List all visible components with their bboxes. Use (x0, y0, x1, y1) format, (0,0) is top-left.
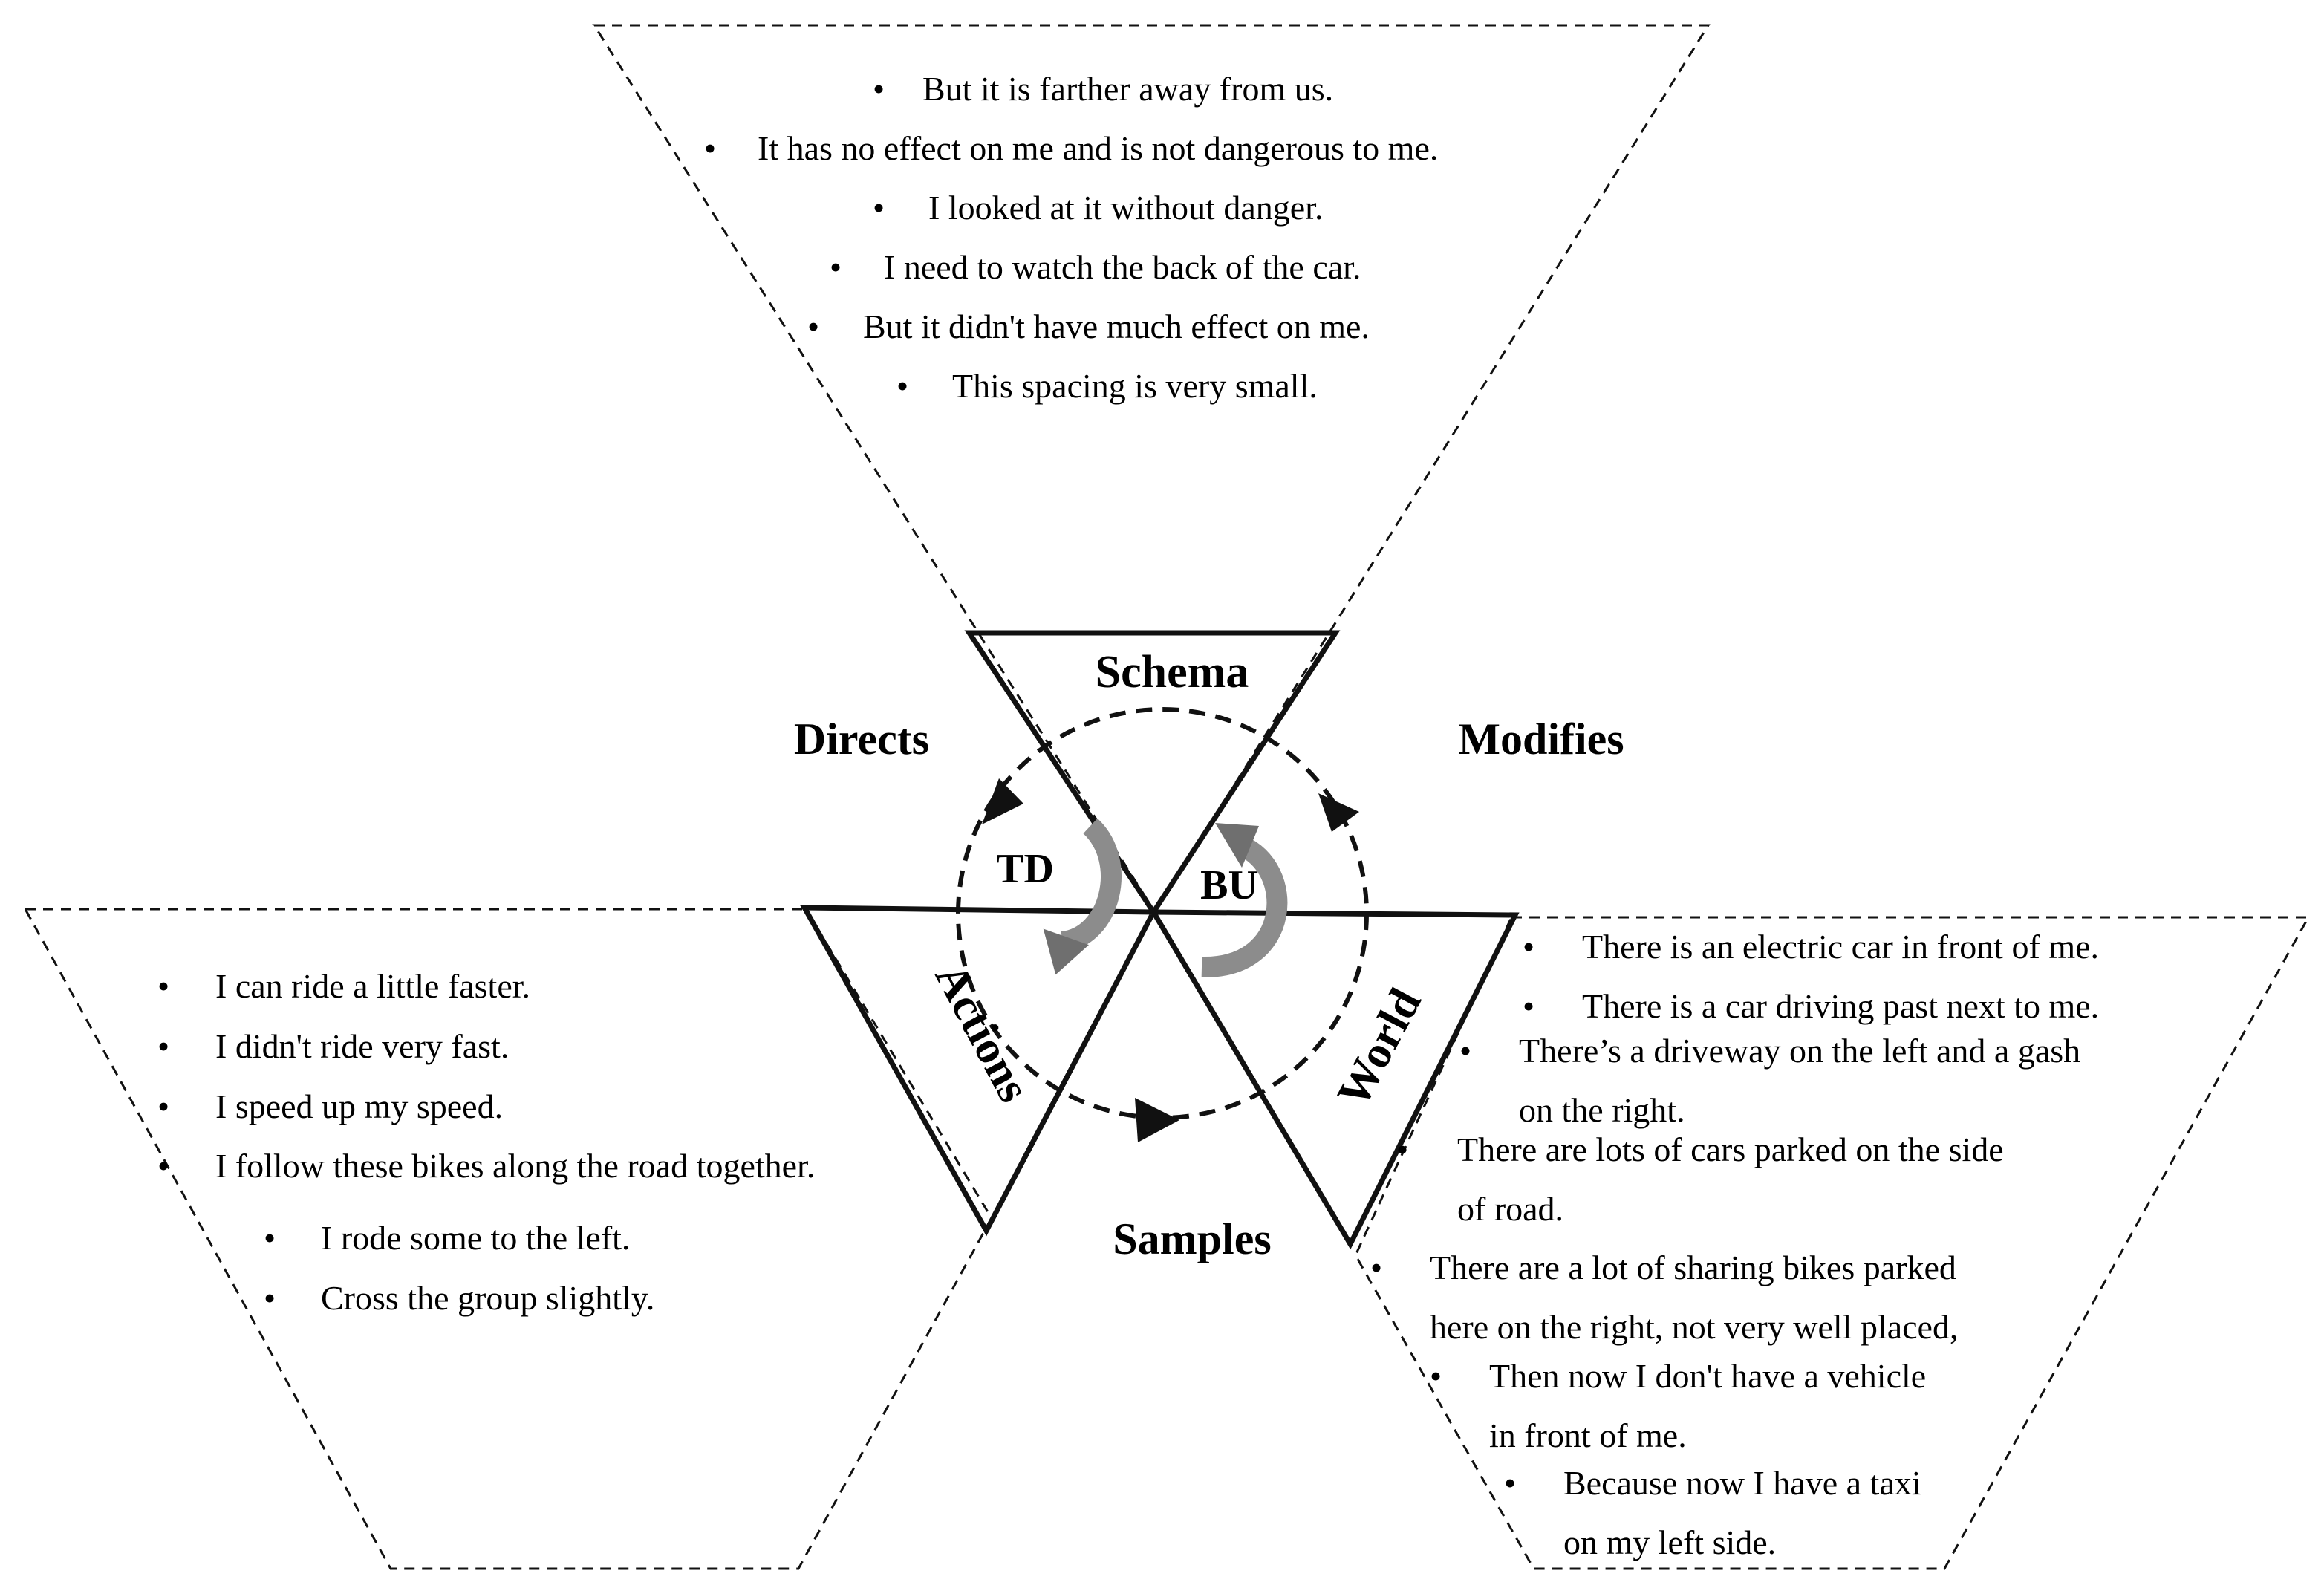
actions-bullet: • (157, 967, 169, 1005)
actions-statement: I rode some to the left. (321, 1219, 630, 1257)
world-dashed-region (1354, 916, 2311, 1570)
actions-statement: I speed up my speed. (215, 1087, 503, 1125)
actions-bullet: • (157, 1087, 169, 1125)
world-bullet: • (1523, 987, 1534, 1025)
world-statement: There are a lot of sharing bikes parked (1430, 1249, 1956, 1286)
arrowhead-modifies (1318, 793, 1359, 832)
schema-bullet: • (704, 129, 716, 167)
cycle-circle (956, 707, 1369, 1120)
td-curved-arrow (1043, 818, 1122, 975)
arrowhead-samples (1135, 1098, 1179, 1142)
schema-statement: I need to watch the back of the car. (884, 248, 1361, 286)
schema-statements: • But it is farther away from us. • It has … (704, 70, 1438, 405)
actions-dashed-region (23, 908, 993, 1570)
world-bullet: • (1523, 928, 1534, 966)
bu-label: BU (1200, 862, 1258, 908)
world-label: World (1328, 980, 1431, 1115)
directs-label: Directs (794, 715, 929, 764)
actions-statement: I can ride a little faster. (215, 967, 530, 1005)
world-statement: There is a car driving past next to me. (1582, 987, 2099, 1025)
schema-dashed-region (592, 24, 1711, 914)
schema-label: Schema (1096, 647, 1249, 697)
schema-statement: I looked at it without danger. (928, 189, 1323, 227)
world-statements: • There is an electric car in front of me… (1370, 928, 2099, 1561)
schema-bullet: • (807, 307, 819, 345)
actions-statement: I didn't ride very fast. (215, 1027, 509, 1065)
td-label: TD (996, 846, 1054, 892)
schema-bullet: • (873, 189, 885, 227)
world-statement: here on the right, not very well placed, (1430, 1308, 1958, 1346)
modifies-label: Modifies (1458, 715, 1624, 764)
world-statement: There are lots of cars parked on the sid… (1457, 1130, 2004, 1168)
world-bullet: • (1504, 1464, 1516, 1502)
schema-bullet: • (896, 367, 908, 405)
schema-statement: But it didn't have much effect on me. (863, 307, 1370, 345)
world-statement: on the right. (1519, 1091, 1685, 1129)
actions-triangle (799, 905, 1158, 1237)
bu-curved-arrow (1201, 823, 1288, 978)
world-triangle (1148, 909, 1520, 1250)
world-statement: in front of me. (1489, 1416, 1687, 1454)
schema-statement: This spacing is very small. (952, 367, 1318, 405)
actions-bullet: • (264, 1219, 276, 1257)
world-bullet: • (1370, 1249, 1382, 1286)
actions-label: Actions (925, 955, 1040, 1110)
world-statement: of road. (1457, 1190, 1563, 1228)
actions-statement: Cross the group slightly. (321, 1279, 654, 1317)
world-statement: Then now I don't have a vehicle (1489, 1357, 1926, 1395)
actions-statement: I follow these bikes along the road toge… (215, 1147, 815, 1185)
samples-label: Samples (1113, 1214, 1271, 1263)
world-bullet: • (1459, 1032, 1471, 1070)
actions-bullet: • (264, 1279, 276, 1317)
actions-bullet: • (157, 1147, 169, 1185)
world-bullet: • (1430, 1357, 1442, 1395)
actions-statements: • I can ride a little faster. • I didn't ri… (157, 967, 815, 1317)
world-bullet: • (1396, 1130, 1408, 1168)
actions-bullet: • (157, 1027, 169, 1065)
schema-bullet: • (873, 70, 885, 108)
schema-triangle (964, 630, 1341, 917)
schema-statement: But it is farther away from us. (922, 70, 1333, 108)
world-statement: Because now I have a taxi (1563, 1464, 1921, 1502)
world-statement: on my left side. (1563, 1523, 1776, 1561)
world-statement: There’s a driveway on the left and a gas… (1519, 1032, 2080, 1070)
arrowhead-directs (982, 778, 1023, 824)
schema-statement: It has no effect on me and is not danger… (758, 129, 1438, 167)
schema-bullet: • (830, 248, 842, 286)
world-statement: There is an electric car in front of me. (1582, 928, 2099, 966)
